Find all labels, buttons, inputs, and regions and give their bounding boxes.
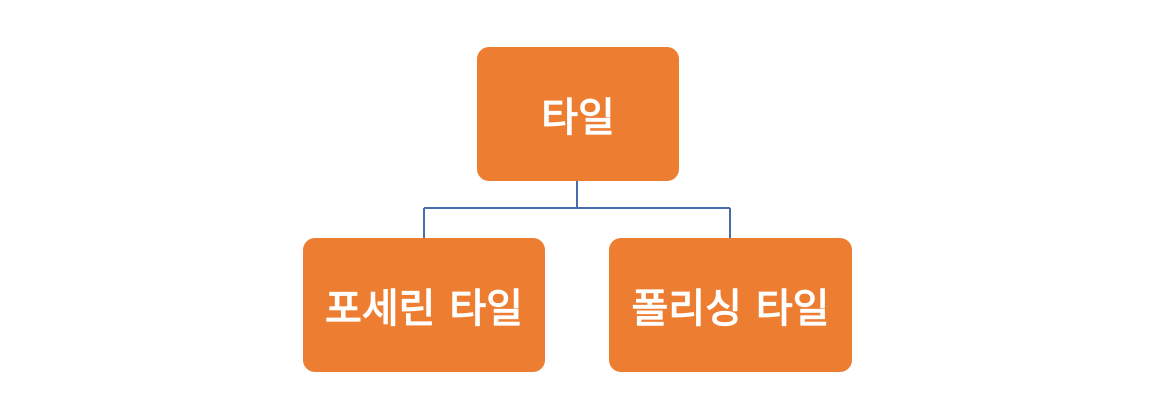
root-node-label: 타일 xyxy=(541,95,615,141)
child-node-polishing: 폴리싱 타일 xyxy=(609,238,852,372)
child-node-polishing-label: 폴리싱 타일 xyxy=(631,286,830,332)
root-node: 타일 xyxy=(477,47,679,181)
child-node-porcelain: 포세린 타일 xyxy=(303,238,545,372)
child-node-porcelain-label: 포세린 타일 xyxy=(325,286,523,332)
